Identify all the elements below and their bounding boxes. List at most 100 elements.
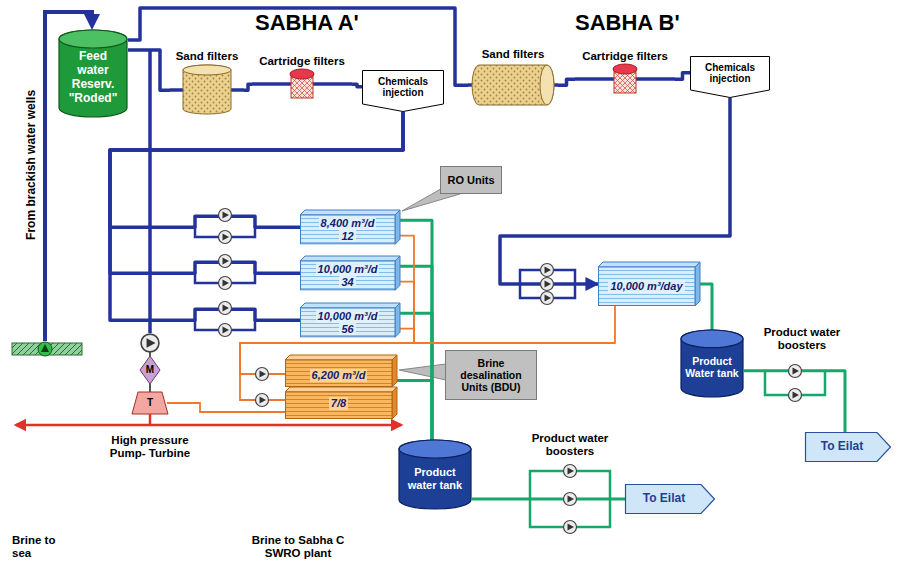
node-label: Brine desalination Units (BDU): [450, 357, 532, 393]
node-label: Product water tank: [402, 466, 468, 491]
booster-pump: [789, 365, 802, 378]
booster-pump: [564, 521, 577, 534]
cart-symbol: [575, 63, 675, 95]
pump-symbol: [219, 209, 232, 222]
injection-box: [691, 57, 770, 98]
cylinder-body: [59, 30, 127, 117]
sand-filter: Sand filters: [468, 48, 558, 109]
unit-front: [599, 267, 696, 306]
cartridge-filter: Cartridge filters: [575, 50, 675, 95]
cylinder-top: [399, 440, 471, 458]
ground-strip: [12, 343, 82, 355]
ro-unit: 10,000 m³/day: [598, 262, 700, 306]
feed-pipe: [110, 112, 403, 273]
unit-front: [286, 360, 393, 387]
unit-side: [395, 303, 400, 337]
well-pump: [41, 344, 49, 352]
sand-vessel: [183, 65, 231, 75]
unit-top: [300, 256, 400, 261]
node-label: Product Water tank: [684, 355, 740, 379]
product-pipe: [400, 313, 432, 440]
node-label: Feed water Reserv. "Roded": [62, 50, 124, 105]
pump-symbol: [219, 324, 232, 337]
cylinder-top: [59, 30, 127, 48]
chemicals-injection: Chemicals injection: [362, 70, 444, 112]
product-water-tank: Product water tank: [398, 440, 472, 510]
pipe-label: From brackish water wells: [25, 85, 39, 245]
injection-box: [363, 71, 444, 112]
unit-capacity: 10,000 m³/d: [316, 310, 380, 323]
booster-pump: [564, 493, 577, 506]
product-pipe: [400, 220, 432, 440]
ro-unit: 10,000 m³/d34: [300, 256, 400, 290]
pump-symbol: [541, 264, 554, 277]
feed-pipe: [244, 84, 252, 90]
brine-outlet: [16, 424, 401, 427]
cart-drawing: [575, 63, 675, 95]
callout-tail: [399, 364, 446, 380]
unit-front: [301, 308, 396, 337]
node-label: To Eilat: [821, 440, 863, 454]
unit-capacity: 34: [339, 276, 355, 289]
outlet-arrow: To Eilat: [805, 432, 891, 462]
outlet-arrow: To Eilat: [625, 484, 715, 514]
product-pipe: [400, 266, 432, 440]
product-pipe: [397, 381, 432, 440]
equipment-label: Product water boosters: [752, 326, 852, 352]
outlet-label: Brine to sea: [12, 534, 72, 560]
product-pipe: [472, 498, 625, 501]
chemicals-injection: Chemicals injection: [690, 56, 770, 98]
unit-capacity: 10,000 m³/d: [316, 263, 380, 276]
sand-vessel: [540, 65, 554, 105]
node-label: Sand filters: [176, 50, 239, 63]
booster-pump: [789, 389, 802, 402]
cylinder-body: [399, 440, 471, 509]
callout-label: Brine desalination Units (BDU): [445, 350, 537, 400]
unit-side: [395, 256, 400, 290]
unit-capacity: 12: [339, 230, 355, 243]
pump-symbol: [541, 292, 554, 305]
pump-bypass: [195, 226, 255, 330]
turbine-label: T: [144, 397, 156, 409]
unit-capacity: 8,400 m³/d: [319, 217, 377, 230]
product-pipe: [744, 371, 845, 432]
unit-top: [598, 262, 700, 267]
sand-filter: Sand filters: [170, 50, 244, 117]
product-water-tank: Product Water tank: [680, 330, 744, 398]
feed-pipe: [128, 50, 170, 90]
unit-side: [395, 210, 400, 244]
ro-unit: 10,000 m³/d56: [300, 303, 400, 337]
section-title: SABHA B': [575, 10, 705, 35]
unit-capacity: 6,200 m³/d: [310, 369, 368, 382]
unit-side: [695, 262, 700, 306]
brine-pipe: [149, 414, 152, 425]
node-label: Cartridge filters: [582, 50, 668, 63]
node-label: To Eilat: [643, 492, 685, 506]
unit-side: [392, 355, 397, 387]
unit-front: [301, 215, 396, 244]
cart-symbol: [252, 68, 352, 100]
motor-label: M: [144, 364, 156, 376]
sandV-symbol: [170, 63, 244, 117]
unit-front: [286, 392, 393, 419]
brine-desalination-unit: 6,200 m³/d 7/8: [285, 355, 397, 419]
cylinder-body: [681, 330, 743, 397]
unit-top: [285, 355, 397, 360]
unit-capacity: 56: [339, 323, 355, 336]
sand-vessel: [472, 65, 554, 105]
pump-symbol: [219, 302, 232, 315]
callout-label: RO Units: [440, 166, 502, 194]
feed-pipe: [148, 50, 152, 333]
unit-side: [392, 387, 397, 419]
unit-top: [300, 303, 400, 308]
cart-drawing: [252, 68, 352, 100]
pump-symbol: [219, 255, 232, 268]
pump-symbol: [541, 278, 554, 291]
turbine-symbol: [132, 392, 168, 414]
sandH-symbol: [468, 61, 558, 109]
unit-capacity: 7/8: [329, 397, 348, 410]
feed-pipe: [352, 84, 362, 87]
node-label: RO Units: [447, 174, 494, 187]
unit-front: [301, 261, 396, 290]
ro-unit: 8,400 m³/d12: [300, 210, 400, 244]
